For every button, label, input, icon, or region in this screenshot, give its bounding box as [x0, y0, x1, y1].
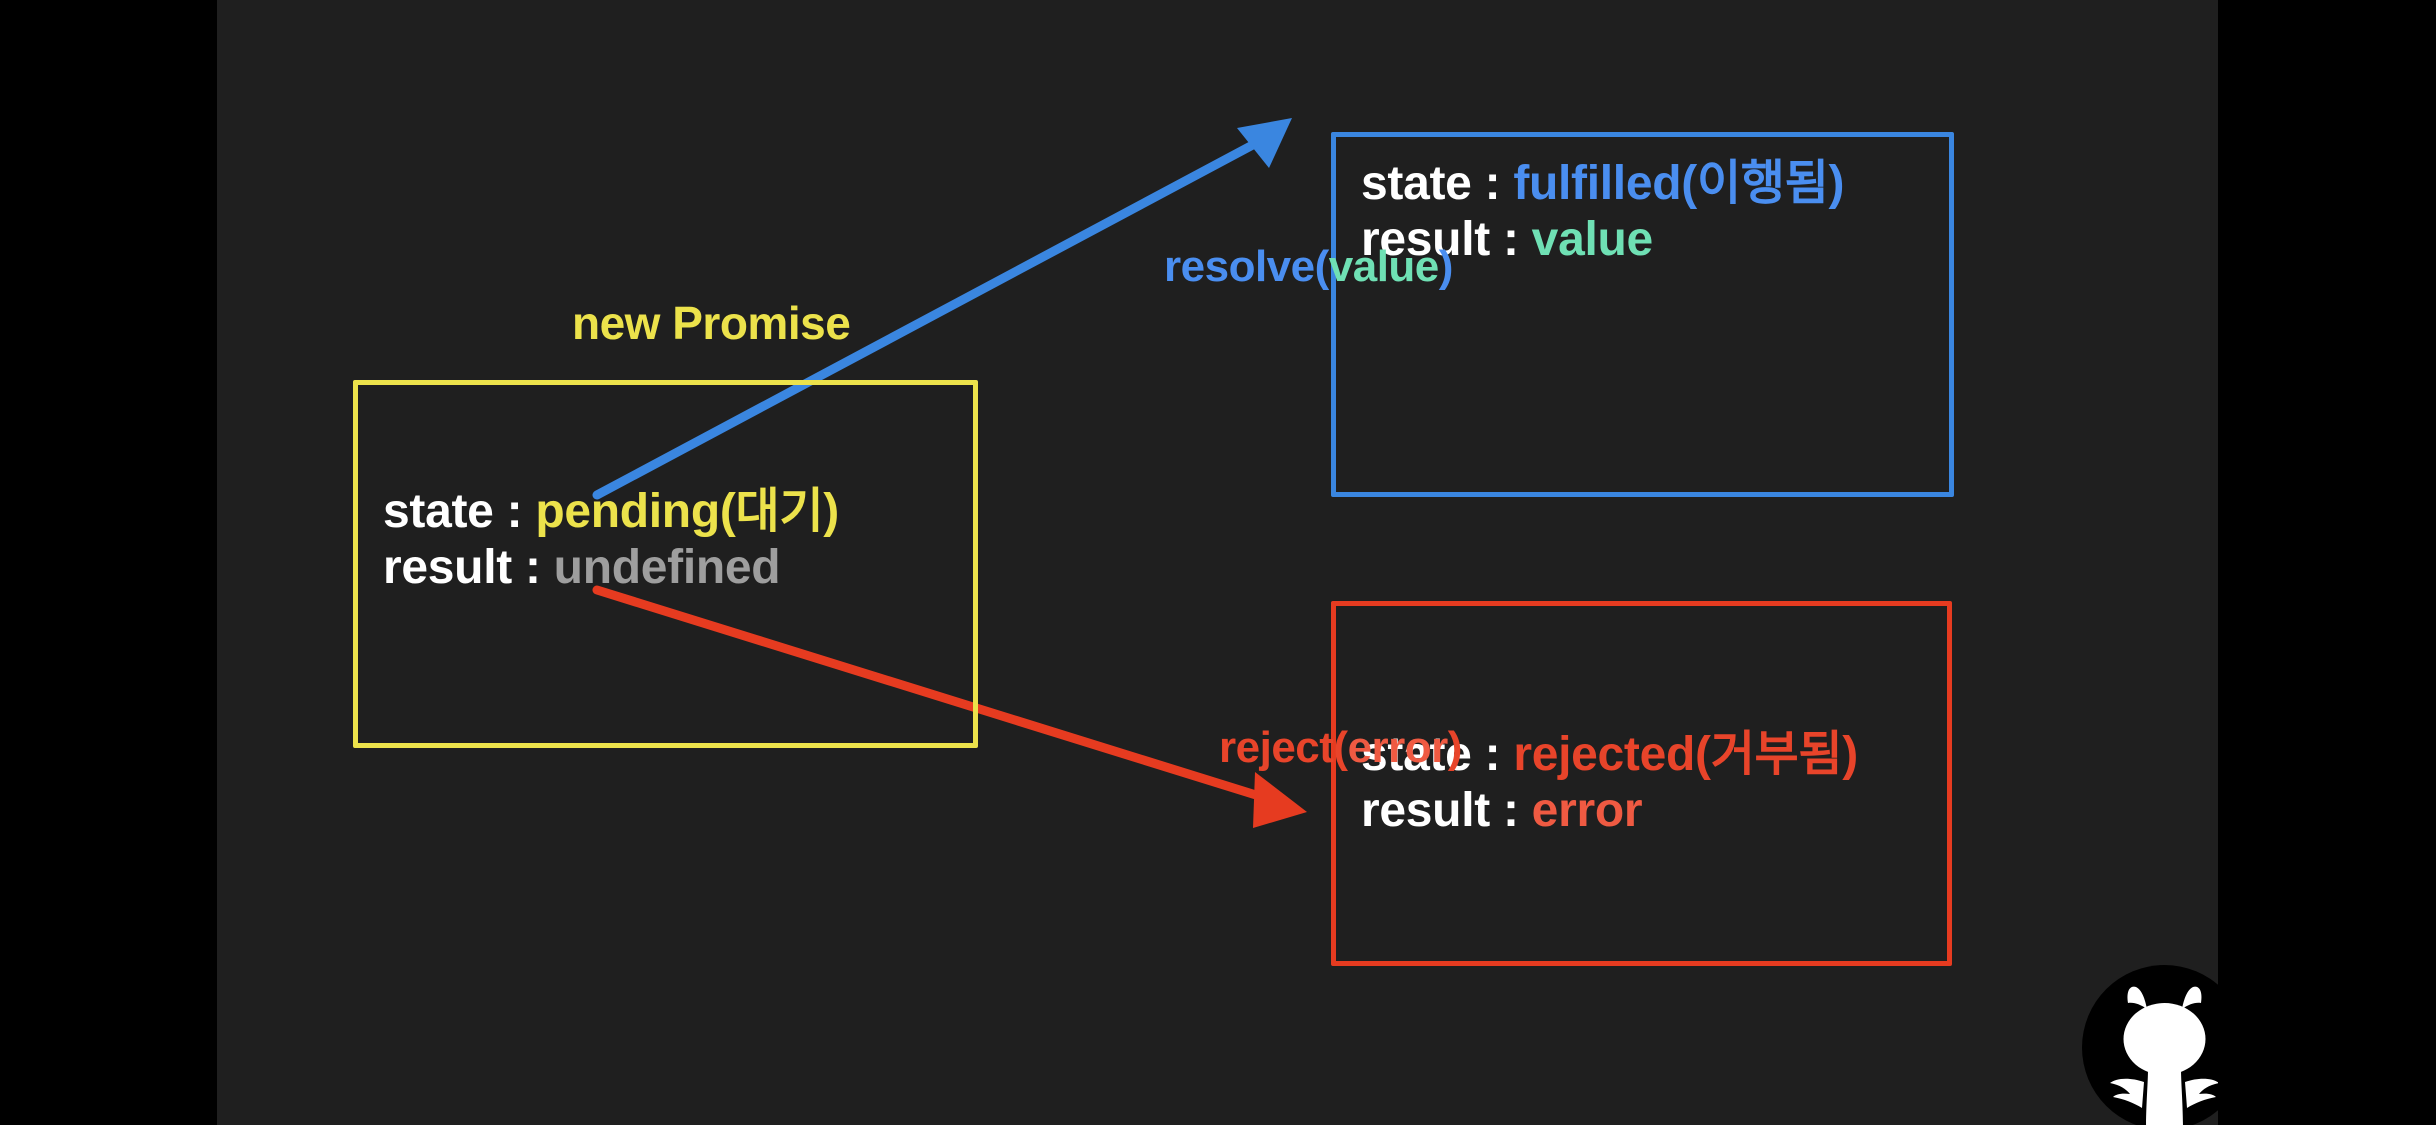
- rejected-state-value: rejected(거부됨): [1513, 728, 1858, 781]
- rejected-result-key: result :: [1361, 784, 1532, 837]
- fulfilled-state-line: state : fulfilled(이행됨): [1361, 155, 1944, 213]
- devil-mascot-logo: [2082, 965, 2218, 1125]
- pending-state-value: pending(대기): [535, 485, 839, 538]
- reject-label-arg: error: [1347, 723, 1449, 772]
- letterbox-bar-right: [2218, 0, 2436, 1125]
- rejected-state-key: state :: [1361, 728, 1514, 781]
- rejected-result-value: error: [1531, 784, 1643, 837]
- rejected-state-line: state : rejected(거부됨): [1361, 726, 1942, 784]
- new-promise-caption: new Promise: [572, 297, 851, 349]
- rejected-result-line: result : error: [1361, 782, 1942, 840]
- promise-box-pending: state : pending(대기) result : undefined: [353, 380, 978, 748]
- promise-box-rejected: state : rejected(거부됨) result : error: [1331, 601, 1952, 966]
- reject-arrow-label: reject(error): [1219, 723, 1462, 773]
- rejected-box-content: state : rejected(거부됨) result : error: [1361, 726, 1942, 840]
- resolve-label-suffix: ): [1438, 242, 1454, 291]
- pending-box-content: state : pending(대기) result : undefined: [383, 483, 968, 597]
- fulfilled-result-line: result : value: [1361, 211, 1944, 269]
- resolve-arrow-label: resolve(value): [1164, 242, 1453, 292]
- fulfilled-result-key: result :: [1361, 213, 1532, 266]
- fulfilled-result-value: value: [1531, 213, 1654, 266]
- pending-state-key: state :: [383, 485, 536, 538]
- resolve-label-prefix: resolve(: [1164, 242, 1329, 291]
- fulfilled-state-key: state :: [1361, 157, 1514, 210]
- letterbox-bar-left: [0, 0, 217, 1125]
- devil-mascot-icon: [2110, 986, 2218, 1125]
- resolve-label-arg: value: [1328, 242, 1440, 291]
- fulfilled-state-value: fulfilled(이행됨): [1513, 157, 1845, 210]
- promise-box-fulfilled: state : fulfilled(이행됨) result : value: [1331, 132, 1954, 497]
- pending-result-value: undefined: [553, 541, 781, 594]
- pending-result-key: result :: [383, 541, 554, 594]
- reject-label-suffix: ): [1447, 723, 1463, 772]
- slide-canvas: new Promise state : pending(대기) result :…: [217, 0, 2218, 1125]
- pending-result-line: result : undefined: [383, 539, 968, 597]
- pending-state-line: state : pending(대기): [383, 483, 968, 541]
- reject-label-prefix: reject(: [1219, 723, 1348, 772]
- fulfilled-box-content: state : fulfilled(이행됨) result : value: [1361, 155, 1944, 269]
